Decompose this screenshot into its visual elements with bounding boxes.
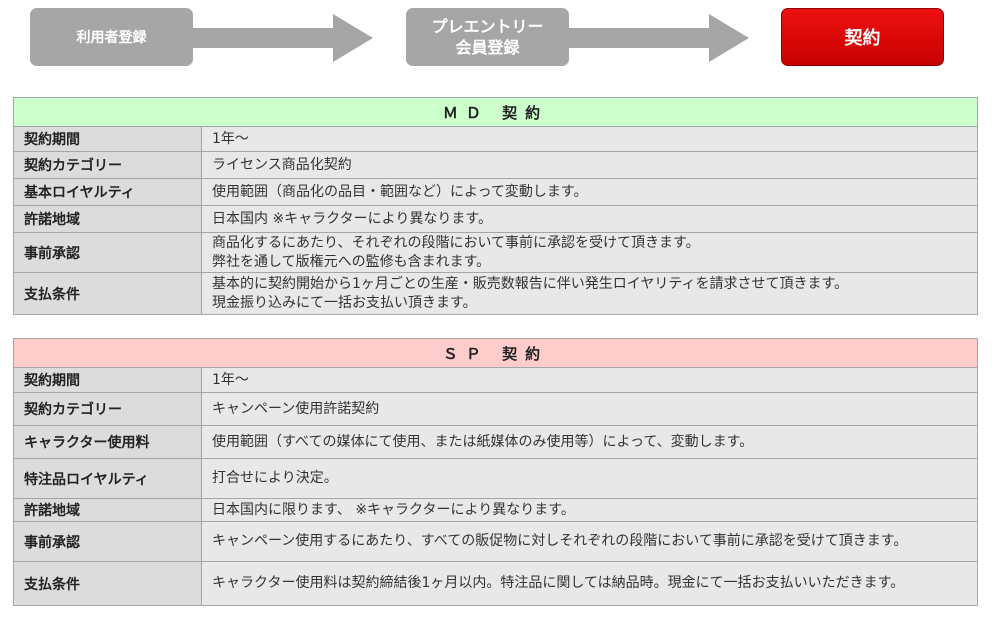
- sp-row-value-line: 日本国内に限ります、 ※キャラクターにより異なります。: [212, 501, 575, 518]
- sp-row-value-line: キャラクター使用料は契約締結後1ヶ月以内。特注品に関しては納品時。現金にて一括お…: [212, 575, 905, 591]
- sp-row-value: 1年～: [201, 367, 978, 393]
- md-row-value-line: 現金振り込みにて一括お支払い頂きます。: [212, 294, 477, 311]
- sp-row-label: 事前承認: [13, 521, 202, 562]
- sp-row-label: 契約カテゴリー: [13, 392, 202, 426]
- md-row-value: 商品化するにあたり、それぞれの段階において事前に承認を受けて頂きます。弊社を通し…: [201, 232, 978, 273]
- md-row-value-line: 日本国内 ※キャラクターにより異なります。: [212, 210, 492, 227]
- sp-row-label: 特注品ロイヤルティ: [13, 458, 202, 499]
- sp-row: 契約期間 1年～: [13, 367, 978, 393]
- sp-row-label: 許諾地域: [13, 498, 202, 522]
- sp-row: 契約カテゴリーキャンペーン使用許諾契約: [13, 392, 978, 426]
- sp-row-label: 契約期間: [13, 367, 202, 393]
- sp-row-value: キャラクター使用料は契約締結後1ヶ月以内。特注品に関しては納品時。現金にて一括お…: [201, 561, 978, 606]
- md-row-value: ライセンス商品化契約: [201, 151, 978, 179]
- sp-row-value: キャンペーン使用許諾契約: [201, 392, 978, 426]
- md-row-value-line: 使用範囲（商品化の品目・範囲など）によって変動します。: [212, 183, 588, 200]
- sp-row-value-line: 使用範囲（すべての媒体にて使用、または紙媒体のみ使用等）によって、変動します。: [212, 433, 754, 450]
- md-row: 事前承認商品化するにあたり、それぞれの段階において事前に承認を受けて頂きます。弊…: [13, 232, 978, 273]
- step-pre-entry-label-line1: プレエントリー: [431, 17, 544, 36]
- sp-row-label: 支払条件: [13, 561, 202, 606]
- sp-row: 支払条件キャラクター使用料は契約締結後1ヶ月以内。特注品に関しては納品時。現金に…: [13, 561, 978, 606]
- md-row-label: 許諾地域: [13, 205, 202, 233]
- sp-row-value-line: キャンペーン使用許諾契約: [212, 400, 380, 417]
- sp-row-value-line: 1年～: [212, 371, 249, 388]
- md-row-label: 支払条件: [13, 272, 202, 315]
- step-pre-entry-registration: プレエントリー 会員登録: [406, 8, 569, 66]
- sp-contract-title: ＳＰ 契約: [13, 338, 978, 368]
- sp-row-value: キャンペーン使用するにあたり、すべての販促物に対しそれぞれの段階において事前に承…: [201, 521, 978, 562]
- sp-row: 特注品ロイヤルティ打合せにより決定。: [13, 458, 978, 499]
- step-contract: 契約: [781, 8, 944, 66]
- sp-row-value-line: 打合せにより決定。: [212, 470, 338, 486]
- step-user-registration-label: 利用者登録: [76, 30, 147, 46]
- sp-row: キャラクター使用料使用範囲（すべての媒体にて使用、または紙媒体のみ使用等）によっ…: [13, 425, 978, 459]
- sp-row-label: キャラクター使用料: [13, 425, 202, 459]
- md-row-label: 契約期間: [13, 126, 202, 152]
- md-contract-title: ＭＤ 契約: [13, 97, 978, 127]
- step-pre-entry-label-line2: 会員登録: [455, 38, 520, 57]
- md-row: 基本ロイヤルティ使用範囲（商品化の品目・範囲など）によって変動します。: [13, 178, 978, 206]
- sp-row-value: 日本国内に限ります、 ※キャラクターにより異なります。: [201, 498, 978, 522]
- md-row-value-line: ライセンス商品化契約: [212, 156, 352, 173]
- sp-row-value: 打合せにより決定。: [201, 458, 978, 499]
- step-arrow-1: [193, 14, 373, 62]
- md-row-value-line: 1年～: [212, 130, 249, 147]
- md-row-value-line: 弊社を通して版権元への監修も含まれます。: [212, 253, 491, 270]
- md-row-label: 基本ロイヤルティ: [13, 178, 202, 206]
- md-row: 契約期間 1年～: [13, 126, 978, 152]
- md-row-value: 使用範囲（商品化の品目・範囲など）によって変動します。: [201, 178, 978, 206]
- md-row: 支払条件基本的に契約開始から1ヶ月ごとの生産・販売数報告に伴い発生ロイヤリティを…: [13, 272, 978, 315]
- sp-row: 事前承認キャンペーン使用するにあたり、すべての販促物に対しそれぞれの段階において…: [13, 521, 978, 562]
- md-row: 許諾地域日本国内 ※キャラクターにより異なります。: [13, 205, 978, 233]
- md-row-value-line: 商品化するにあたり、それぞれの段階において事前に承認を受けて頂きます。: [212, 234, 700, 251]
- step-user-registration: 利用者登録: [30, 8, 193, 66]
- step-arrow-2: [569, 14, 749, 62]
- md-row-label: 事前承認: [13, 232, 202, 273]
- sp-row-value-line: キャンペーン使用するにあたり、すべての販促物に対しそれぞれの段階において事前に承…: [212, 533, 908, 549]
- step-contract-label: 契約: [844, 28, 881, 49]
- md-row-value: 基本的に契約開始から1ヶ月ごとの生産・販売数報告に伴い発生ロイヤリティを請求させ…: [201, 272, 978, 315]
- sp-row-value: 使用範囲（すべての媒体にて使用、または紙媒体のみ使用等）によって、変動します。: [201, 425, 978, 459]
- md-row: 契約カテゴリーライセンス商品化契約: [13, 151, 978, 179]
- sp-row: 許諾地域日本国内に限ります、 ※キャラクターにより異なります。: [13, 498, 978, 522]
- md-row-value-line: 基本的に契約開始から1ヶ月ごとの生産・販売数報告に伴い発生ロイヤリティを請求させ…: [212, 275, 849, 292]
- md-row-value: 日本国内 ※キャラクターにより異なります。: [201, 205, 978, 233]
- md-row-value: 1年～: [201, 126, 978, 152]
- md-row-label: 契約カテゴリー: [13, 151, 202, 179]
